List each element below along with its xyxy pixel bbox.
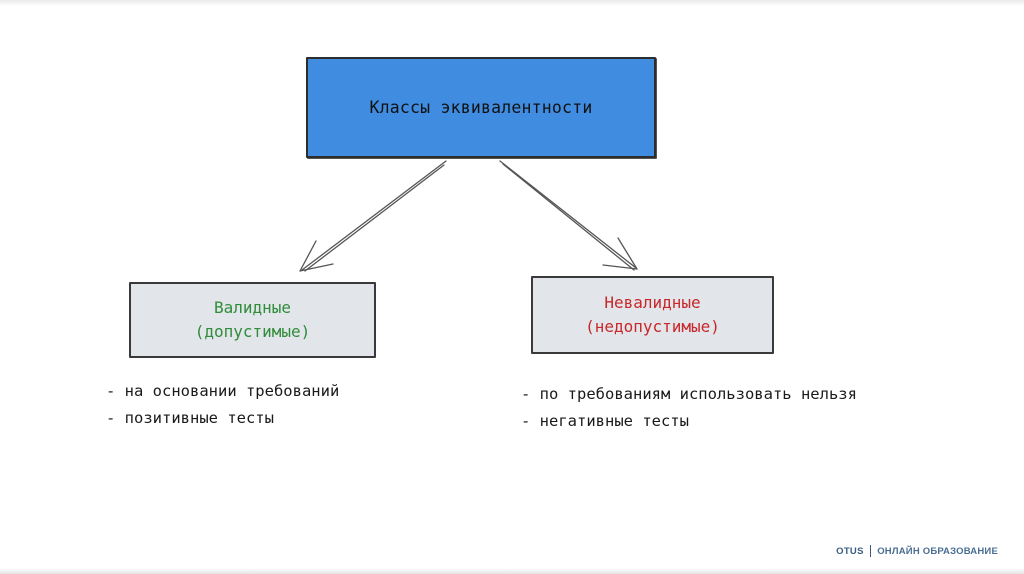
equivalence-classes-box: Классы эквивалентности bbox=[306, 57, 656, 158]
footer-branding: OTUS ОНЛАЙН ОБРАЗОВАНИЕ bbox=[836, 545, 998, 557]
valid-class-title: Валидные bbox=[213, 298, 292, 317]
valid-notes-list: - на основании требований - позитивные т… bbox=[106, 378, 339, 432]
invalid-class-box: Невалидные (недопустимые) bbox=[531, 276, 774, 354]
footer-subtitle: ОНЛАЙН ОБРАЗОВАНИЕ bbox=[877, 545, 998, 557]
arrow-to-invalid bbox=[499, 160, 638, 271]
otus-logo-text: OTUS bbox=[836, 545, 864, 557]
invalid-notes-list: - по требованиям использовать нельзя - н… bbox=[521, 381, 857, 435]
footer-divider bbox=[869, 545, 872, 557]
arrow-to-valid bbox=[299, 160, 447, 272]
list-item: - позитивные тесты bbox=[106, 409, 274, 427]
equivalence-classes-label: Классы эквивалентности bbox=[369, 98, 593, 117]
valid-class-box: Валидные (допустимые) bbox=[129, 282, 376, 358]
valid-class-subtitle: (допустимые) bbox=[194, 322, 311, 341]
slide-top-shadow bbox=[0, 0, 1024, 6]
slide-bottom-shadow bbox=[0, 568, 1024, 574]
invalid-class-title: Невалидные bbox=[604, 293, 701, 312]
list-item: - негативные тесты bbox=[521, 412, 689, 430]
list-item: - на основании требований bbox=[106, 382, 340, 400]
list-item: - по требованиям использовать нельзя bbox=[521, 385, 857, 403]
invalid-class-subtitle: (недопустимые) bbox=[585, 317, 720, 336]
